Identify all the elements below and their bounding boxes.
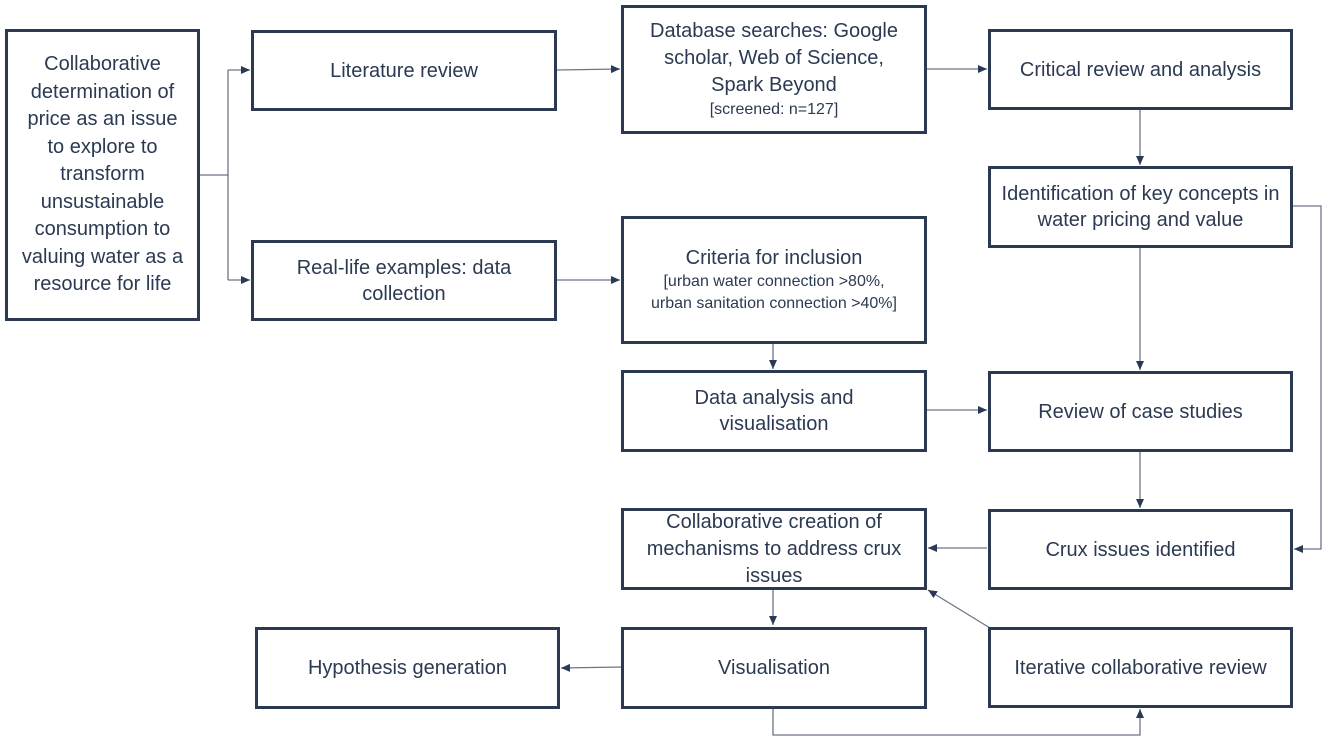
literature-review-box: Literature review [251, 30, 557, 111]
arrow-visualisation-to-review [772, 709, 1144, 736]
hypothesis-box: Hypothesis generation [255, 627, 560, 709]
start-box-text: Collaborative determination of price as … [21, 53, 184, 296]
arrow-key-concepts-to-crux [1293, 205, 1322, 553]
start-box: Collaborative determination of price as … [5, 29, 200, 321]
case-studies-text: Review of case studies [1038, 400, 1243, 423]
key-concepts-text: Identification of key concepts in water … [1001, 183, 1280, 231]
iterative-review-box: Iterative collaborative review [988, 627, 1293, 708]
arrow-to-database-searches [555, 65, 621, 74]
criteria-box: Criteria for inclusion [urban water conn… [621, 216, 927, 344]
collaborative-creation-text: Collaborative creation of mechanisms to … [646, 510, 902, 587]
database-screened-text: [screened: n=127] [709, 101, 839, 118]
criteria-detail-text: [urban water connection >80%, urban sani… [651, 273, 897, 312]
key-concepts-box: Identification of key concepts in water … [988, 166, 1293, 248]
iterative-review-text: Iterative collaborative review [1014, 656, 1267, 679]
case-studies-box: Review of case studies [988, 371, 1293, 452]
crux-issues-text: Crux issues identified [1045, 538, 1236, 561]
data-analysis-box: Data analysis and visualisation [621, 370, 927, 452]
database-searches-text: Database searches: Google scholar, Web o… [650, 20, 898, 96]
collaborative-creation-box: Collaborative creation of mechanisms to … [621, 508, 927, 590]
criteria-title-text: Criteria for inclusion [685, 247, 863, 269]
arrow-review-to-creation [927, 589, 991, 629]
data-analysis-text: Data analysis and visualisation [694, 387, 854, 435]
visualisation-box: Visualisation [621, 627, 927, 709]
real-life-examples-text: Real-life examples: data collection [296, 256, 512, 305]
arrow-to-hypothesis [560, 663, 623, 672]
real-life-examples-box: Real-life examples: data collection [251, 240, 557, 321]
literature-review-text: Literature review [330, 59, 478, 82]
connector-start-trunk [199, 70, 229, 176]
hypothesis-text: Hypothesis generation [307, 657, 507, 679]
crux-issues-box: Crux issues identified [988, 509, 1293, 590]
critical-review-text: Critical review and analysis [1019, 58, 1262, 81]
database-searches-box: Database searches: Google scholar, Web o… [621, 5, 927, 134]
visualisation-text: Visualisation [718, 657, 830, 679]
critical-review-box: Critical review and analysis [988, 29, 1293, 110]
